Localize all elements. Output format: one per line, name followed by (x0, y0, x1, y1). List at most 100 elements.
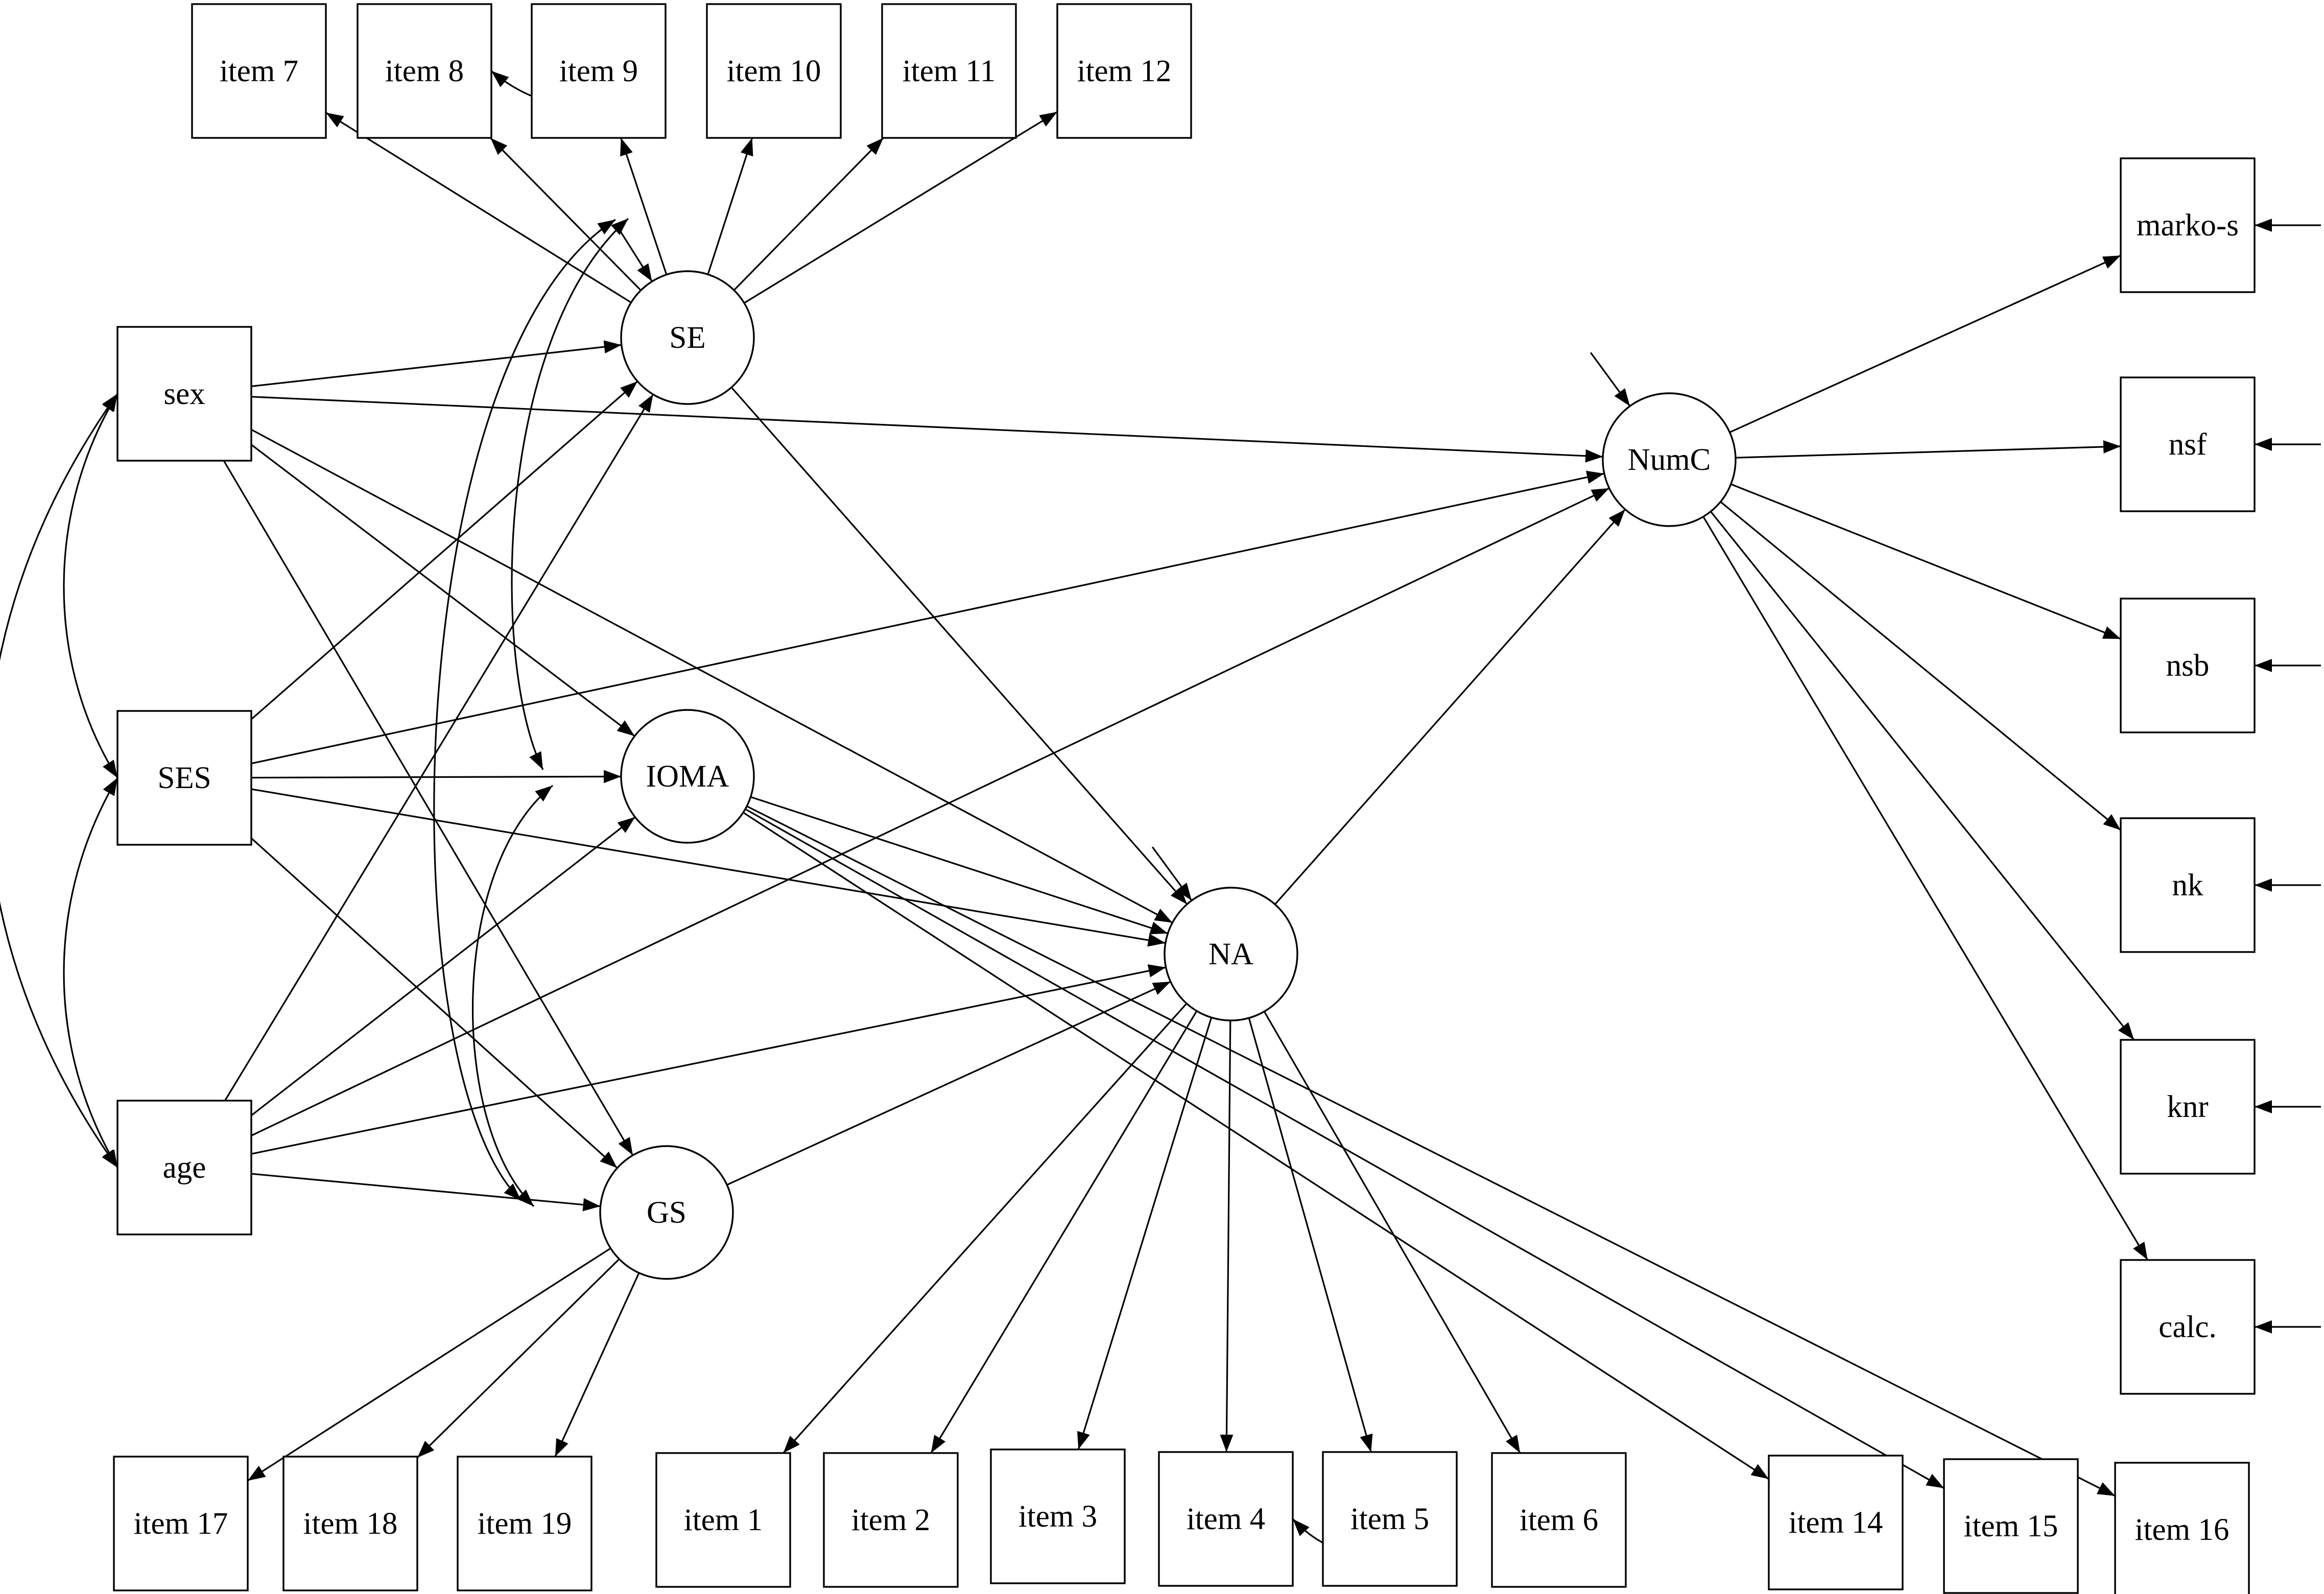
node-label: item 11 (903, 54, 995, 88)
path-SE-to-item12 (744, 111, 1058, 304)
path-NA-to-item1 (782, 1003, 1188, 1454)
covariance-sex-ses (63, 393, 118, 778)
path-SE-to-NA (730, 387, 1188, 905)
latent-circle (599, 1145, 734, 1280)
path-NA-to-NumC (1274, 509, 1626, 905)
path-NA-to-item6 (1263, 1011, 1521, 1454)
path-NumC-to-calc (1702, 516, 2149, 1260)
observed-node-item11: item 11 (881, 3, 1017, 139)
observed-node-item12: item 12 (1056, 3, 1192, 139)
latent-circle (620, 709, 755, 844)
covariance-SE-GS (433, 219, 616, 1201)
observed-node-item7: item 7 (191, 3, 327, 139)
path-NumC-to-markos (1729, 254, 2121, 433)
observed-node-item1: item 1 (655, 1452, 791, 1588)
node-label: IOMA (646, 759, 729, 794)
observed-node-item10: item 10 (706, 3, 842, 139)
latent-node-SE: SE (620, 270, 755, 405)
node-label: SE (669, 321, 705, 355)
path-sex-to-NA (251, 429, 1173, 924)
path-age-to-GS (251, 1173, 601, 1211)
path-sex-to-SE (251, 340, 622, 387)
observed-box (191, 3, 327, 139)
observed-node-age: age (116, 1100, 252, 1235)
observed-node-item6: item 6 (1491, 1452, 1627, 1588)
observed-node-item9: item 9 (531, 3, 667, 139)
node-label: item 18 (303, 1507, 398, 1541)
observed-node-item17: item 17 (113, 1456, 249, 1591)
disturbance-NA (1151, 846, 1193, 901)
observed-box (1158, 1451, 1294, 1587)
node-label: nsb (2166, 649, 2210, 683)
node-label: item 2 (851, 1503, 930, 1537)
node-label: knr (2167, 1090, 2208, 1124)
path-ses-to-GS (250, 837, 618, 1169)
path-SE-to-item10 (707, 137, 753, 275)
observed-box (116, 1100, 252, 1235)
observed-box (706, 3, 842, 139)
path-NA-to-item5 (1248, 1017, 1373, 1453)
observed-box (113, 1456, 249, 1591)
node-label: GS (647, 1196, 686, 1230)
latent-node-GS: GS (599, 1145, 734, 1280)
observed-node-item2: item 2 (823, 1452, 959, 1588)
node-label: item 16 (2135, 1513, 2230, 1547)
observed-node-item8: item 8 (357, 3, 492, 139)
path-IOMA-to-NA (750, 796, 1168, 935)
observed-node-item5: item 5 (1322, 1451, 1458, 1587)
observed-node-sex: sex (116, 326, 252, 462)
path-NA-to-item2 (930, 1010, 1198, 1454)
observed-box (655, 1452, 791, 1588)
observed-box (357, 3, 492, 139)
path-age-to-NA (251, 964, 1166, 1155)
path-ses-to-IOMA (251, 770, 622, 783)
path-NumC-to-knr (1710, 511, 2135, 1041)
node-label: item 14 (1789, 1506, 1883, 1540)
node-label: item 6 (1520, 1503, 1598, 1537)
observed-node-item3: item 3 (990, 1448, 1126, 1584)
node-label: NumC (1628, 443, 1711, 477)
path-ses-to-SE (250, 380, 638, 720)
observed-box (1322, 1451, 1458, 1587)
node-label: item 5 (1350, 1502, 1429, 1536)
observed-node-nsf: nsf (2120, 376, 2256, 512)
observed-box (2120, 817, 2256, 953)
latent-circle (1164, 887, 1298, 1021)
observed-box (2114, 1462, 2250, 1594)
observed-box (2120, 157, 2256, 293)
node-label: marko-s (2137, 208, 2239, 243)
path-NA-to-item3 (1077, 1017, 1213, 1450)
node-label: item 8 (385, 54, 464, 88)
observed-node-item14: item 14 (1768, 1455, 1904, 1590)
latent-circle (620, 270, 755, 405)
observed-box (116, 710, 252, 846)
observed-box (2120, 598, 2256, 733)
node-label: item 12 (1077, 54, 1172, 88)
latent-node-IOMA: IOMA (620, 709, 755, 844)
observed-box (990, 1448, 1126, 1584)
path-NumC-to-nk (1720, 501, 2122, 831)
node-label: sex (163, 377, 205, 411)
node-label: item 15 (1964, 1509, 2058, 1543)
node-label: item 19 (478, 1507, 572, 1541)
observed-node-nk: nk (2120, 817, 2256, 953)
observed-box (1943, 1458, 2079, 1594)
observed-node-item18: item 18 (282, 1456, 418, 1591)
node-label: calc. (2159, 1310, 2216, 1344)
paths-layer (223, 111, 2149, 1497)
path-SE-to-item7 (325, 112, 632, 303)
disturbance-NumC (1590, 352, 1631, 407)
path-GS-to-item19 (554, 1272, 640, 1457)
latent-node-NA: NA (1164, 887, 1298, 1021)
path-GS-to-NA (726, 981, 1171, 1186)
observed-box (2120, 1039, 2256, 1175)
node-label: nsf (2169, 427, 2207, 462)
covariance-ses-age (63, 777, 118, 1168)
observed-node-nsb: nsb (2120, 598, 2256, 733)
path-IOMA-to-item15 (745, 808, 1944, 1489)
observed-node-markos: marko-s (2120, 157, 2256, 293)
node-label: item 1 (684, 1503, 763, 1537)
path-SE-to-item11 (733, 137, 884, 291)
observed-box (116, 326, 252, 462)
